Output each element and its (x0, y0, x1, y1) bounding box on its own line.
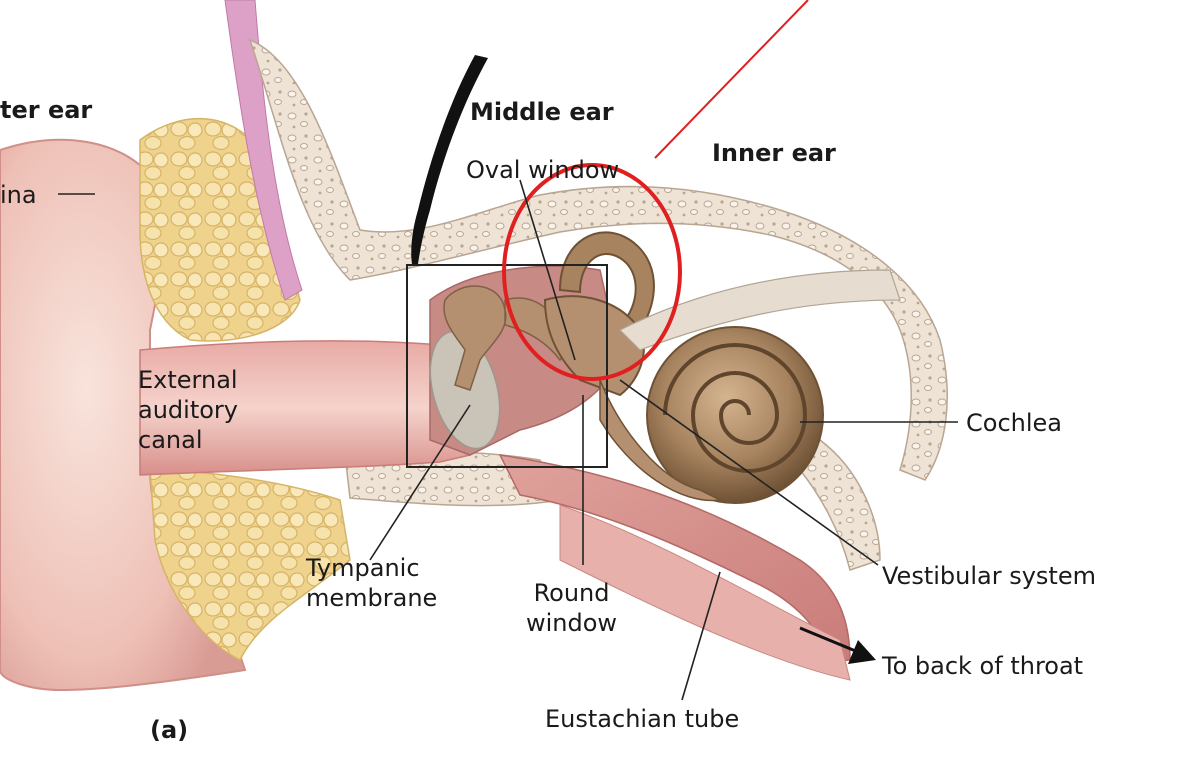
label-inner-ear: Inner ear (712, 139, 836, 167)
throat-arrowhead (848, 640, 876, 664)
temporal-bone-upper (248, 38, 948, 481)
throat-arrow-line (799, 626, 859, 654)
label-oval-window: Oval window (466, 156, 620, 184)
cochlea-spiral (663, 343, 808, 473)
label-eustachian-tube: Eustachian tube (545, 705, 740, 733)
leader-oval-window (519, 179, 576, 361)
label-tympanic-line: Tympanic (306, 554, 420, 582)
label-external-canal: External auditory canal (138, 365, 238, 455)
label-cochlea: Cochlea (966, 409, 1062, 437)
label-external-canal-line: External (138, 366, 238, 394)
label-tympanic-membrane: Tympanic membrane (306, 553, 437, 613)
highlight-pointer (654, 0, 809, 159)
label-vestibular-system: Vestibular system (882, 562, 1096, 590)
fat-tissue-lower (149, 469, 351, 662)
label-back-of-throat: To back of throat (882, 652, 1084, 680)
auditory-nerve (618, 269, 901, 351)
leader-lines (58, 179, 958, 701)
middle-ear-box (406, 264, 608, 468)
label-external-canal-line: auditory (138, 396, 238, 424)
outline-swoosh (411, 55, 488, 264)
leader-tympanic (369, 404, 471, 561)
cochlea-shape (646, 326, 824, 504)
leader-vestibular (619, 379, 879, 566)
tympanic-membrane-shape (429, 330, 501, 450)
label-pinna: ina (0, 181, 37, 209)
vestibule (543, 295, 645, 397)
temporal-bone-right (799, 438, 881, 571)
label-round-window-line: Round (533, 579, 610, 607)
throat-region (559, 504, 851, 681)
label-outer-ear: ter ear (0, 96, 93, 124)
label-tympanic-line: membrane (306, 584, 438, 612)
highlight-circle (502, 163, 682, 381)
cochlea-base (599, 379, 723, 502)
label-middle-ear: Middle ear (470, 98, 614, 126)
label-external-canal-line: canal (138, 426, 203, 454)
label-round-window: Round window (526, 578, 617, 638)
panel-label: (a) (150, 716, 189, 744)
label-round-window-line: window (526, 609, 618, 637)
leader-eustachian (681, 571, 721, 701)
